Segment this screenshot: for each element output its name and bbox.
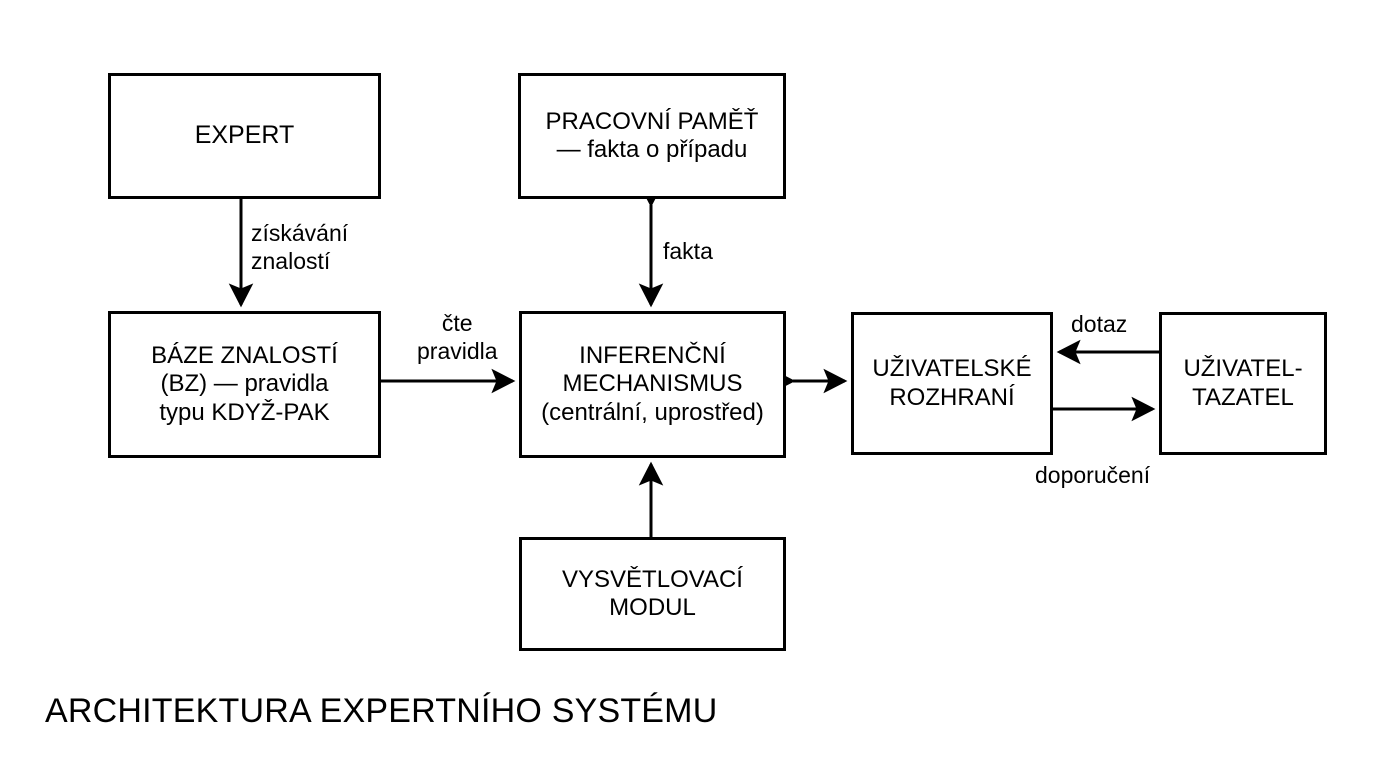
edge-label-reads: čte pravidla bbox=[417, 310, 498, 364]
node-expert[interactable]: EXPERT bbox=[108, 73, 381, 199]
diagram-caption: ARCHITEKTURA EXPERTNÍHO SYSTÉMU bbox=[45, 692, 718, 730]
node-user-interface[interactable]: UŽIVATELSKÉ ROZHRANÍ bbox=[851, 312, 1053, 455]
edge-label-recommendation: doporučení bbox=[1035, 462, 1151, 488]
node-inference-engine[interactable]: INFERENČNÍ MECHANISMUS (centrální, upros… bbox=[519, 311, 786, 458]
node-user-questioner[interactable]: UŽIVATEL- TAZATEL bbox=[1159, 312, 1327, 455]
node-explanation-module[interactable]: VYSVĚTLOVACÍ MODUL bbox=[519, 537, 786, 651]
edge-label-facts: fakta bbox=[663, 238, 713, 264]
edge-label-acquire: získávání znalostí bbox=[251, 220, 349, 274]
node-working-memory[interactable]: PRACOVNÍ PAMĚŤ — fakta o případu bbox=[518, 73, 786, 199]
edge-label-query: dotaz bbox=[1071, 311, 1128, 337]
node-knowledge-base[interactable]: BÁZE ZNALOSTÍ (BZ) — pravidla typu KDYŽ-… bbox=[108, 311, 381, 458]
